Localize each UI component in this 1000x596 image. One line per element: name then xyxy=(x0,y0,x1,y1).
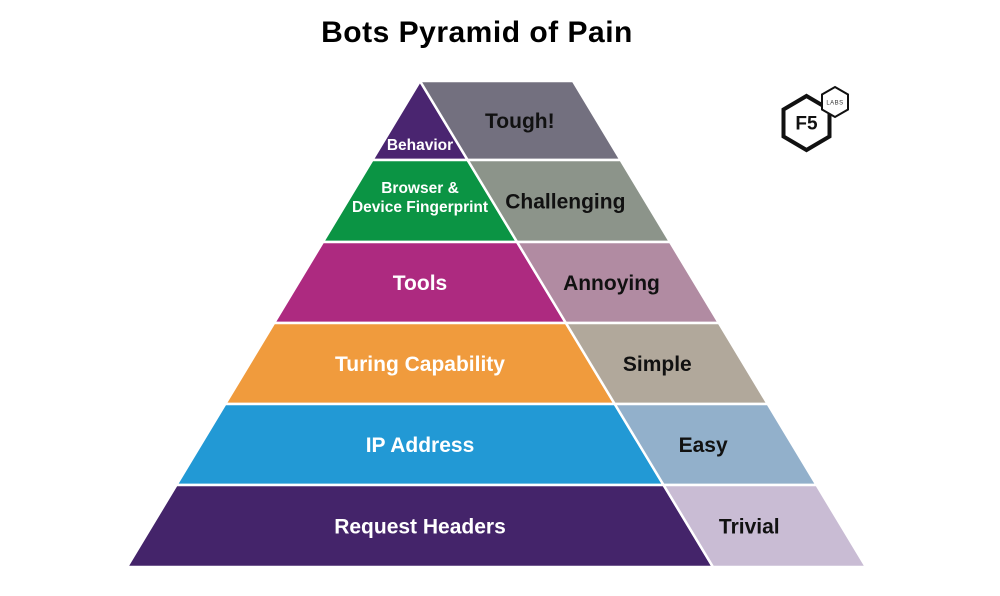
difficulty-label-annoying: Annoying xyxy=(563,272,660,295)
labs-hexagon xyxy=(821,85,849,119)
difficulty-label-challenging: Challenging xyxy=(505,191,625,214)
level-label-behavior: Behavior xyxy=(387,137,453,154)
f5-labs-logo: F5 LABS xyxy=(781,85,849,153)
difficulty-label-trivial: Trivial xyxy=(719,516,780,539)
labs-text: LABS xyxy=(826,101,843,107)
f5-logo-text: F5 xyxy=(795,114,818,135)
difficulty-label-simple: Simple xyxy=(623,353,692,376)
difficulty-label-tough: Tough! xyxy=(485,110,555,133)
level-label-tools: Tools xyxy=(393,272,447,295)
page-title: Bots Pyramid of Pain xyxy=(321,16,633,49)
level-label-ip-address: IP Address xyxy=(366,434,475,457)
difficulty-label-easy: Easy xyxy=(679,434,728,457)
level-label-request-headers: Request Headers xyxy=(334,515,506,538)
level-label-turing-capability: Turing Capability xyxy=(335,353,505,376)
level-label-browser-device-fingerprint: Browser &Device Fingerprint xyxy=(352,180,488,216)
difficulty-shape-trivial xyxy=(661,483,869,569)
